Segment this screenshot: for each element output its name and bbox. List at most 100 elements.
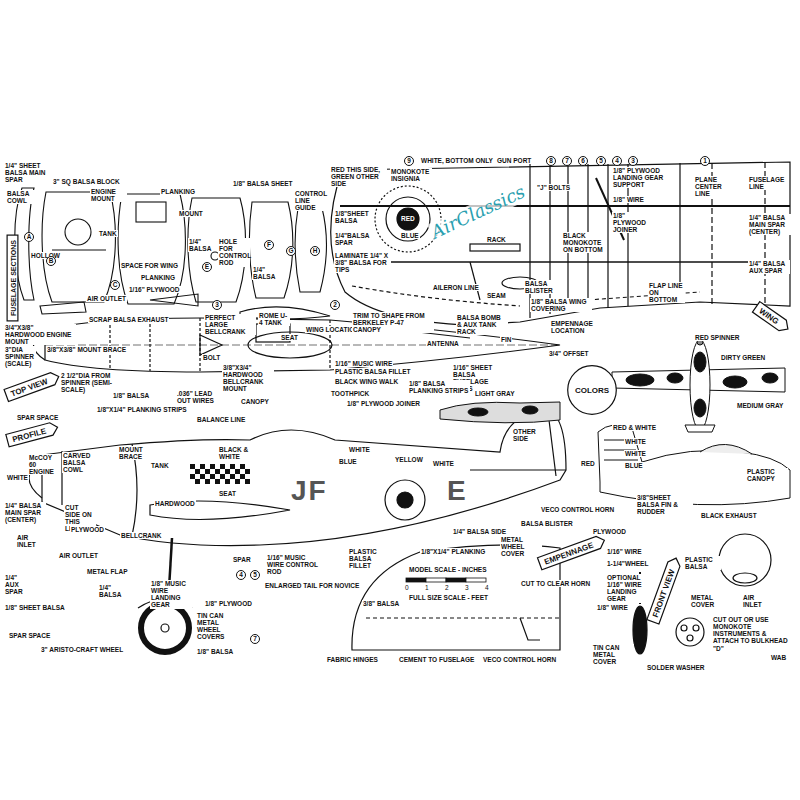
part-label: WHITE, BOTTOM ONLY <box>420 157 494 164</box>
part-label: BOLT <box>202 354 221 361</box>
part-label: 1/16" PLYWOOD <box>128 286 181 293</box>
front-view <box>687 635 693 641</box>
part-label: WHITE <box>6 474 29 481</box>
callout-number: F <box>264 240 274 250</box>
callout-number: 5 <box>250 570 260 580</box>
color-view <box>440 402 560 423</box>
part-label: FLAP LINE ON BOTTOM <box>648 282 685 303</box>
part-label: BELLCRANK <box>120 532 162 539</box>
part-label: ENGINE MOUNT <box>90 188 127 202</box>
checker-pattern <box>225 469 230 474</box>
stabilizer-plan <box>366 617 560 618</box>
part-label: BALSA BLISTER <box>520 520 574 527</box>
checker-pattern <box>230 474 235 479</box>
part-label: SCRAP BALSA EXHAUST <box>88 316 169 323</box>
part-label: PERFECT LARGE BELLCRANK <box>204 314 256 335</box>
fuselage-profile <box>385 480 425 520</box>
node-outline <box>7 235 18 321</box>
part-label: TOOTHPICK <box>330 390 370 397</box>
part-label: WHITE <box>432 460 455 467</box>
part-label: PLASTIC CANOPY <box>746 468 788 482</box>
front-view <box>676 618 704 646</box>
part-label: RED THIS SIDE, GREEN OTHER SIDE <box>330 166 387 187</box>
part-label: 1/4" BALSA SIDE <box>452 528 507 535</box>
view-arrow: PROFILE <box>5 420 60 447</box>
part-label: AIR OUTLET <box>58 552 99 559</box>
color-view <box>700 444 752 454</box>
part-label: TANK <box>150 462 170 469</box>
wing-plan <box>397 208 419 230</box>
part-label: McCOY 60 ENGINE <box>28 454 60 475</box>
wing-plan <box>331 162 790 325</box>
part-label: 3/8"SHEET BALSA FIN & RUDDER <box>636 494 693 515</box>
part-label: MOUNT BRACE <box>118 446 150 460</box>
checker-pattern <box>190 464 250 484</box>
checker-pattern <box>220 474 225 479</box>
part-label: ROME U-4 TANK <box>258 312 290 326</box>
part-label: EMPENNAGE LOCATION <box>550 320 597 334</box>
node-text: FUSELAGE SECTIONS <box>9 240 16 316</box>
scale-number: 4 <box>484 584 490 591</box>
wing-plan <box>386 197 430 241</box>
view-arrow: TOP VIEW <box>3 370 61 403</box>
part-label: HOLE FOR CONTROL ROD <box>218 238 250 267</box>
part-label: RED <box>580 460 596 467</box>
color-view <box>694 352 706 372</box>
bulkhead-outline <box>136 202 166 222</box>
part-label: METAL WHEEL COVER <box>500 536 542 557</box>
part-label: MODEL SCALE - INCHES <box>408 566 488 573</box>
view-arrow: EMPENNAGE <box>537 533 608 570</box>
part-label: BLUE <box>400 232 420 239</box>
callout-number: 3 <box>628 156 638 166</box>
part-label: 1/4"BALSA SPAR <box>334 232 371 246</box>
part-label: AIR INLET <box>16 534 43 548</box>
wing-plan <box>336 261 790 263</box>
checker-pattern <box>225 479 230 484</box>
bulkhead-outline <box>52 249 106 250</box>
part-label: 1/8" SHEET BALSA <box>4 604 66 611</box>
wing-plan <box>331 162 790 325</box>
part-label: PLANKING <box>140 274 176 281</box>
checker-pattern <box>245 469 250 474</box>
bulkhead-outline <box>295 208 326 292</box>
part-label: 3" SQ BALSA BLOCK <box>52 178 121 185</box>
part-label: 3/8"X3/4" HARDWOOD BELLCRANK MOUNT <box>222 364 274 393</box>
callout-number: H <box>310 246 320 256</box>
bulkhead-outline <box>150 294 198 306</box>
callout-number: E <box>202 262 212 272</box>
part-label: PLASTIC BALSA FILLET <box>334 368 412 375</box>
part-label: 1/8"X1/4" PLANKING STRIPS <box>96 406 188 413</box>
part-label: 1/8" PLYWOOD LANDING GEAR SUPPORT <box>612 167 669 188</box>
wing-plan <box>375 186 441 252</box>
callout-number: 4 <box>612 156 622 166</box>
part-label: TANK <box>98 230 118 237</box>
part-label: 3/4" OFFSET <box>548 350 590 357</box>
section-title-box: FUSELAGE SECTIONS <box>6 235 18 322</box>
part-label: MEDIUM GRAY <box>736 402 784 409</box>
node-outline <box>537 534 606 570</box>
fuselage-profile <box>141 604 189 652</box>
checker-pattern <box>235 479 240 484</box>
checker-pattern <box>235 469 240 474</box>
checker-pattern <box>200 464 205 469</box>
part-label: SEAT <box>280 334 299 341</box>
part-label: 3/8"X3/8" MOUNT BRACE <box>46 346 127 353</box>
part-label: 3" ARISTO-CRAFT WHEEL <box>40 646 124 653</box>
part-label: PLASTIC BALSA <box>684 556 721 570</box>
part-label: METAL COVER <box>690 594 722 608</box>
callout-number: 7 <box>250 634 260 644</box>
part-label: LIGHT GRAY <box>474 390 516 397</box>
part-label: BALSA BLISTER <box>524 280 556 294</box>
part-label: 1/4" BALSA <box>188 238 212 252</box>
part-label: 1/8" BALSA SHEET <box>232 180 294 187</box>
part-label: PLYWOOD <box>592 528 627 535</box>
color-view <box>598 425 790 505</box>
part-label: AIR OUTLET <box>86 295 127 302</box>
part-label: 1/4" BALSA <box>98 584 125 598</box>
part-label: BALSA COWL <box>6 190 38 204</box>
scale-number: 0 <box>404 584 410 591</box>
fuselage-profile <box>161 624 169 632</box>
part-label: TIN CAN METAL COVER <box>592 644 634 665</box>
front-view <box>719 534 771 586</box>
color-view <box>626 374 654 386</box>
